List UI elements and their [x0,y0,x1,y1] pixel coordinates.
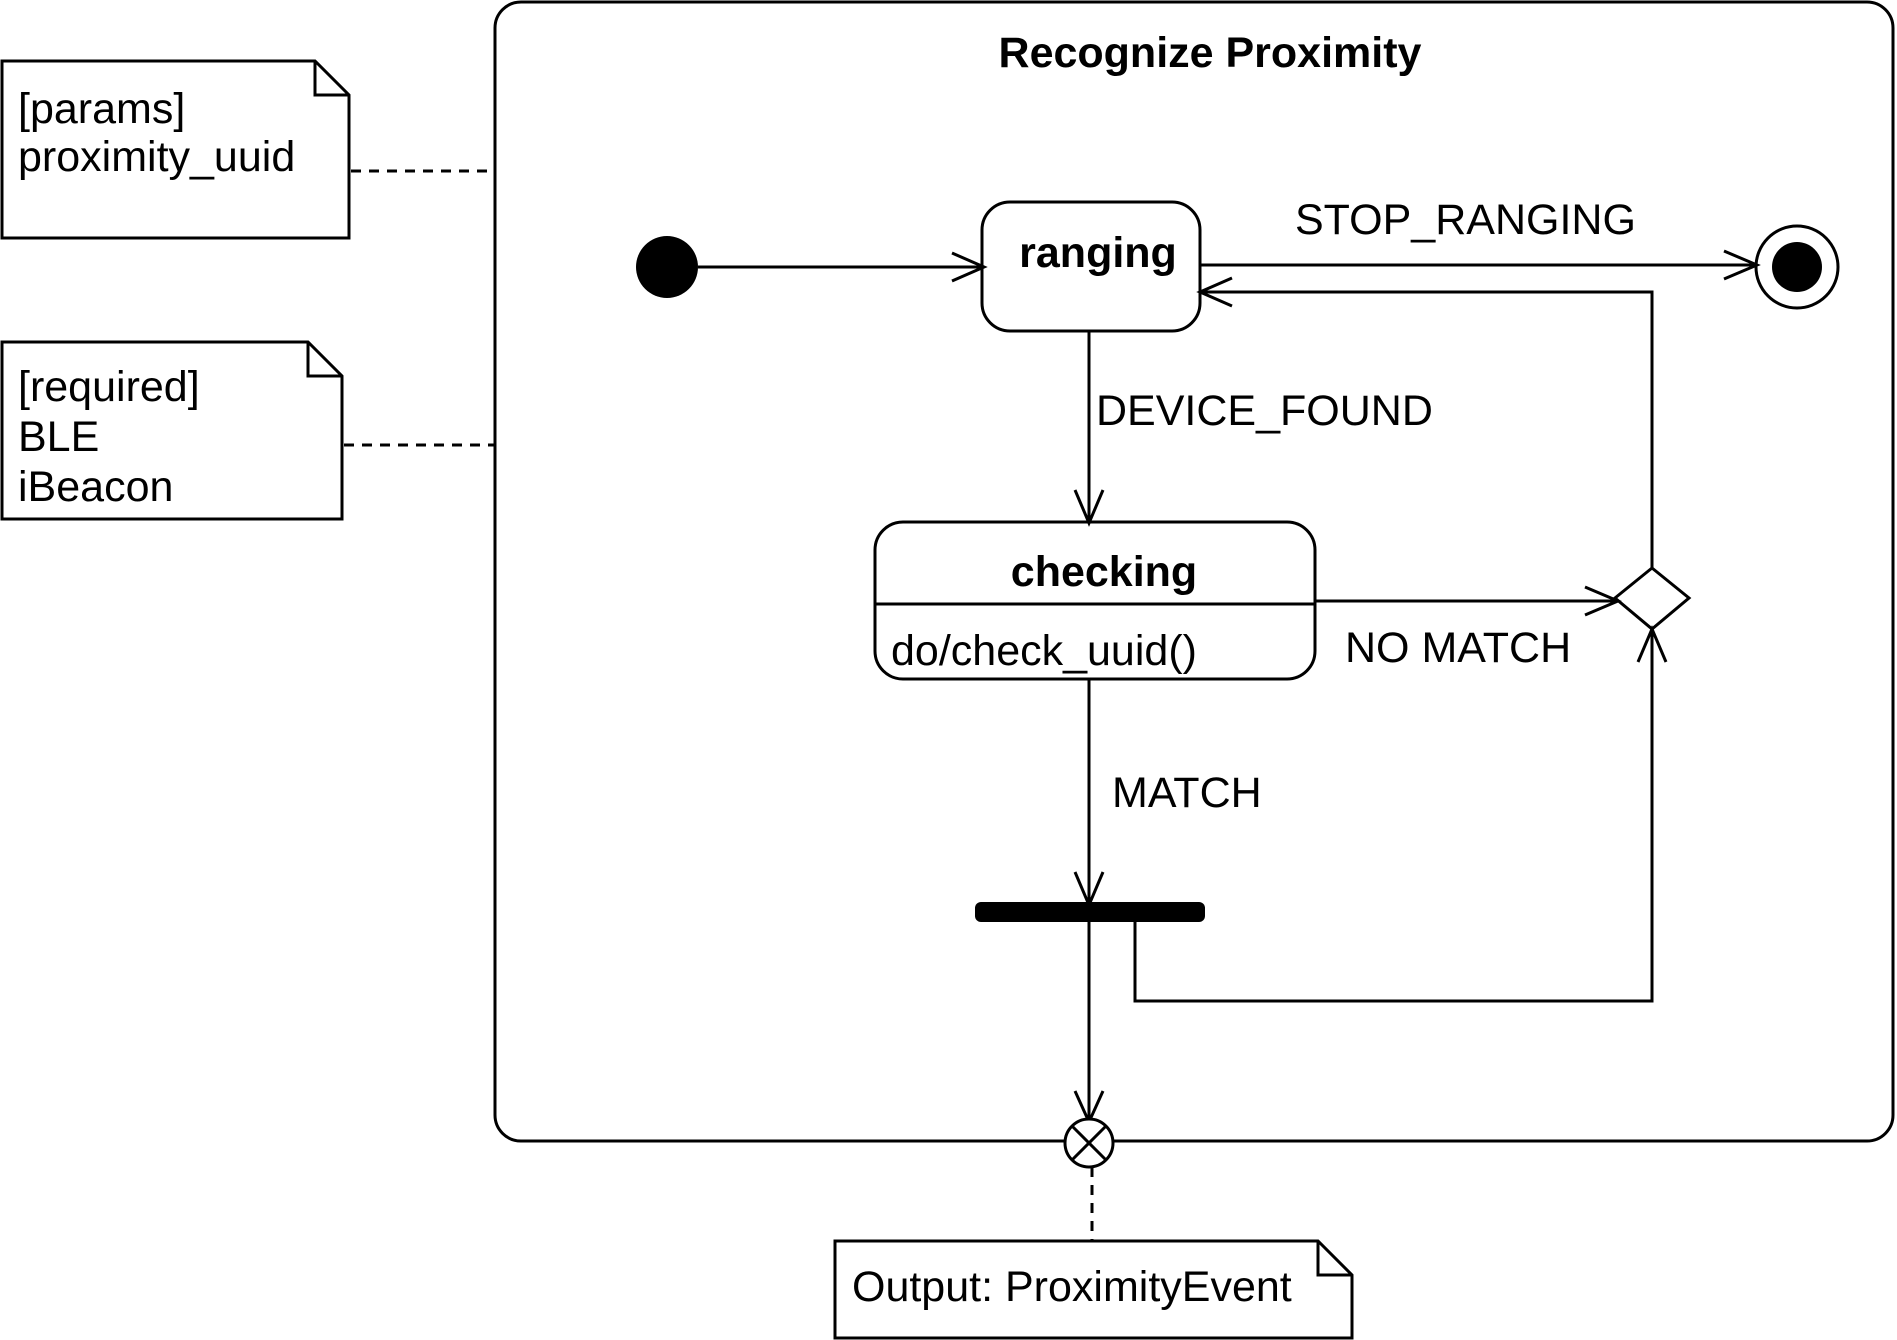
note-params-line-1: [params] [18,85,185,133]
composite-state-recognize-proximity [493,0,1895,1143]
initial-state [636,236,698,298]
state-ranging-name: ranging [1019,229,1177,277]
arrowhead-decision-to-ranging [1196,276,1233,308]
fork-bar [975,902,1205,922]
final-state [1754,224,1840,310]
note-output: Output: ProximityEvent [833,1239,1354,1340]
composite-state-title: Recognize Proximity [999,29,1422,77]
note-params: [params] proximity_uuid [0,59,351,240]
note-required-line-2: BLE [18,413,99,461]
arrowhead-initial-to-ranging [951,251,988,283]
arrowhead-fork-to-decision [1636,625,1668,663]
decision-node [1612,566,1692,631]
note-output-line-1: Output: ProximityEvent [852,1263,1292,1311]
note-required-line-3: iBeacon [18,463,173,511]
transition-fork-to-decision [1133,629,1654,1003]
transition-label-stop-ranging: STOP_RANGING [1295,196,1636,244]
transition-label-match: MATCH [1112,769,1262,817]
note-required-line-1: [required] [18,363,200,411]
note-params-line-2: proximity_uuid [18,133,295,181]
state-checking-name: checking [1011,548,1197,596]
transition-decision-to-ranging [1200,290,1654,569]
transition-label-device-found: DEVICE_FOUND [1096,387,1433,435]
state-checking-activity: do/check_uuid() [891,627,1197,675]
note-required: [required] BLE iBeacon [0,340,344,521]
transition-label-no-match: NO MATCH [1345,624,1571,672]
exit-point [1063,1117,1115,1169]
